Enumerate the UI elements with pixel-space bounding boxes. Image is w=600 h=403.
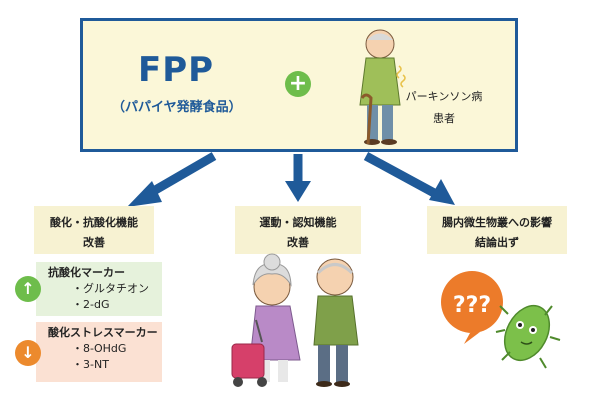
oxidative-stress-marker-item: ・3-NT [72, 358, 109, 371]
fpp-subtitle: （パパイヤ発酵食品） [112, 100, 242, 115]
question-marks-text: ??? [453, 293, 491, 318]
patient-label: パーキンソン病 患者 [404, 86, 484, 130]
arrow-center-icon [285, 154, 311, 202]
effect-box-oxidation: 酸化・抗酸化機能 改善 [34, 206, 154, 254]
effect-oxidation-line1: 酸化・抗酸化機能 [50, 216, 138, 229]
gut-microbe-icon [495, 304, 561, 369]
patient-label-line2: 患者 [433, 112, 455, 125]
fpp-title: FPP [138, 50, 215, 90]
effect-motor-line1: 運動・認知機能 [259, 216, 337, 229]
arrow-left-icon [127, 152, 217, 207]
antioxidant-marker-title: 抗酸化マーカー [48, 266, 125, 279]
antioxidant-marker-item: ・グルタチオン [72, 282, 149, 295]
elderly-woman-walker-icon [231, 253, 301, 387]
question-bubble-icon: ??? [441, 271, 503, 344]
patient-label-line1: パーキンソン病 [405, 90, 483, 103]
antioxidant-marker-item: ・2-dG [72, 298, 110, 311]
down-arrow-icon: ↓ [15, 340, 41, 366]
effect-oxidation-line2: 改善 [83, 236, 105, 249]
oxidative-stress-marker-panel: 酸化ストレスマーカー ・8-OHdG ・3-NT [36, 322, 162, 382]
effect-gut-line2: 結論出ず [475, 236, 519, 249]
antioxidant-marker-panel: 抗酸化マーカー ・グルタチオン ・2-dG [36, 262, 162, 316]
oxidative-stress-marker-item: ・8-OHdG [72, 342, 127, 355]
effect-box-motor-cognitive: 運動・認知機能 改善 [235, 206, 361, 254]
up-arrow-icon: ↑ [15, 276, 41, 302]
plus-icon: + [285, 71, 311, 97]
effect-gut-line1: 腸内微生物叢への影響 [442, 216, 552, 229]
effect-motor-line2: 改善 [287, 236, 309, 249]
effect-box-gut-microbiome: 腸内微生物叢への影響 結論出ず [427, 206, 567, 254]
elderly-man-icon [313, 258, 359, 387]
oxidative-stress-marker-title: 酸化ストレスマーカー [48, 326, 158, 339]
arrow-right-icon [363, 152, 455, 205]
